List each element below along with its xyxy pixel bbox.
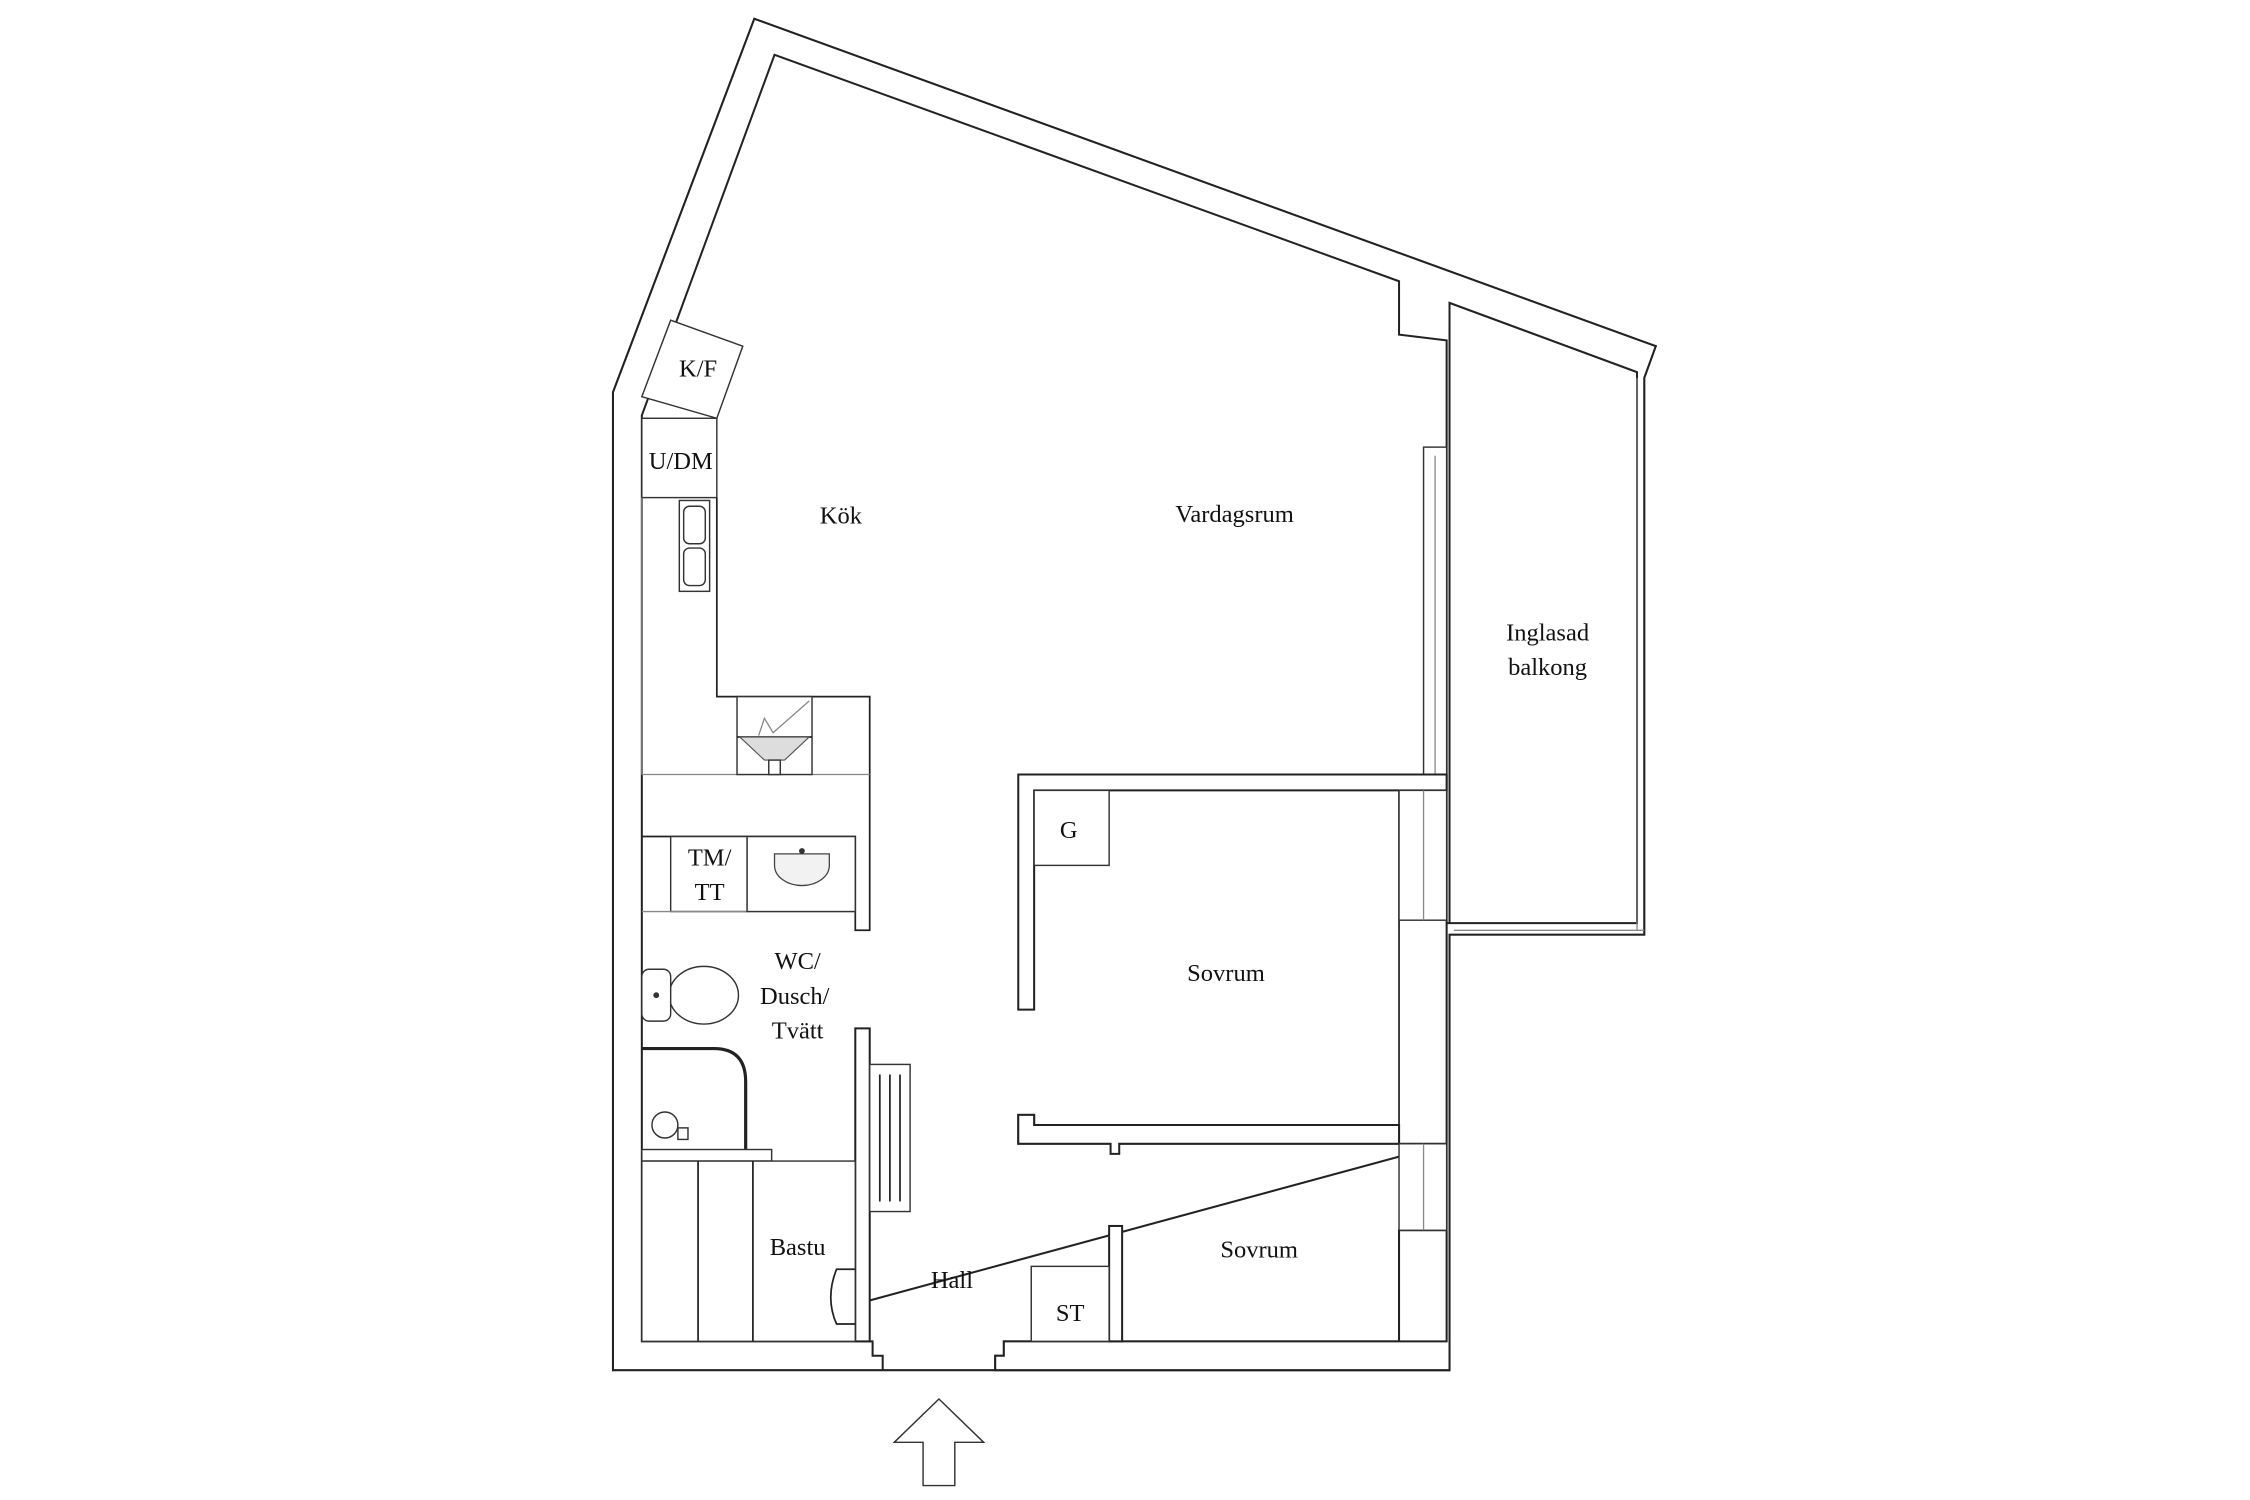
label-living-room: Vardagsrum — [1175, 501, 1293, 528]
bathroom-counter — [641, 1148, 773, 1162]
label-kitchen: Kök — [820, 503, 863, 530]
label-bedroom-1: Sovrum — [1187, 960, 1265, 987]
label-fridge-freezer: K/F — [679, 355, 717, 382]
bedroom-divider-wall — [1017, 1113, 1401, 1155]
label-hall: Hall — [931, 1267, 973, 1294]
shower-screen — [641, 1046, 748, 1150]
label-washer-dryer-2: TT — [695, 879, 725, 906]
label-bathroom-3: Tvätt — [772, 1017, 824, 1044]
shower-head-icon — [651, 1111, 689, 1141]
label-sauna: Bastu — [770, 1234, 826, 1261]
window-bedroom1 — [1398, 789, 1448, 921]
sauna-door — [829, 1268, 856, 1325]
window-bedroom2 — [1398, 1143, 1448, 1232]
label-wardrobe: G — [1060, 817, 1078, 844]
stove-icon — [736, 695, 813, 776]
toilet-icon — [641, 965, 740, 1025]
kitchen-sink-icon — [678, 499, 711, 593]
label-bathroom-2: Dusch/ — [760, 983, 830, 1010]
label-washer-dryer-1: TM/ — [688, 844, 732, 871]
label-oven-microwave: U/DM — [649, 448, 713, 475]
washbasin-icon — [746, 835, 857, 913]
oven-microwave — [641, 417, 718, 499]
arrow-up-icon — [892, 1398, 986, 1487]
wardrobe — [1033, 789, 1110, 867]
label-balcony-1: Inglasad — [1506, 619, 1589, 646]
bedroom2-wall — [1108, 1224, 1124, 1343]
bathroom-hall-wall — [854, 1027, 871, 1343]
sauna — [641, 1160, 857, 1343]
storage — [1030, 1265, 1110, 1343]
radiator-icon — [868, 1063, 911, 1213]
label-bedroom-2: Sovrum — [1220, 1237, 1298, 1264]
label-storage: ST — [1056, 1300, 1085, 1327]
label-bathroom-1: WC/ — [774, 948, 820, 975]
label-balcony-2: balkong — [1508, 654, 1587, 681]
